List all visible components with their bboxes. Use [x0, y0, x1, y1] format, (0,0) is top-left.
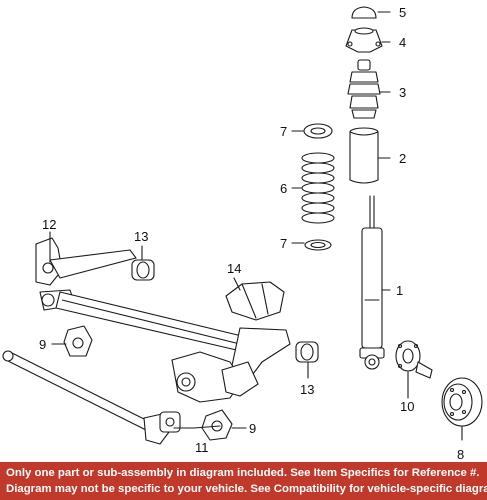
callout-4: 4: [399, 35, 406, 50]
part-4-strut-mount: [345, 27, 383, 53]
part-6-coil-spring: [301, 152, 335, 224]
parts-diagram: 5 4 3 2 7 6 7 1 12 13 14 9 13 10 11 9 8: [2, 5, 483, 462]
callout-7-upper: 7: [280, 124, 287, 139]
part-10-wheel-hub: [395, 340, 433, 379]
callout-9-lower: 9: [249, 421, 256, 436]
part-5-cap: [351, 6, 377, 19]
part-3-bump-stop: [347, 59, 381, 119]
callout-9-upper: 9: [39, 337, 46, 352]
callout-7-lower: 7: [280, 236, 287, 251]
part-14-bracket: [225, 281, 285, 321]
part-13-bushing-upper: [131, 259, 155, 281]
part-7-lower-spring-seat: [304, 239, 332, 251]
axle-beam-assembly: [35, 237, 291, 403]
leader-lines: [49, 11, 463, 441]
callout-13-lower: 13: [300, 382, 314, 397]
callout-14: 14: [227, 261, 241, 276]
part-11-stabilizer-bar: [2, 350, 181, 445]
callout-6: 6: [280, 181, 287, 196]
callout-12: 12: [42, 217, 56, 232]
callout-13-upper: 13: [134, 229, 148, 244]
callout-11: 11: [195, 440, 209, 455]
part-8-brake-rotor: [441, 377, 483, 427]
part-13-bushing-lower: [295, 341, 319, 363]
callout-1: 1: [396, 283, 403, 298]
callout-2: 2: [399, 151, 406, 166]
callout-3: 3: [399, 85, 406, 100]
disclaimer-banner: Only one part or sub-assembly in diagram…: [0, 462, 487, 500]
disclaimer-line-2: Diagram may not be specific to your vehi…: [6, 483, 487, 495]
part-1-shock-absorber: [359, 195, 385, 370]
part-9-stabilizer-bushing-lower: [201, 409, 233, 441]
part-7-upper-spring-seat: [303, 123, 333, 139]
part-9-stabilizer-bushing-upper: [63, 325, 93, 357]
callout-10: 10: [400, 399, 414, 414]
callout-labels: 5 4 3 2 7 6 7 1 12 13 14 9 13 10 11 9 8: [39, 5, 464, 462]
disclaimer-line-1: Only one part or sub-assembly in diagram…: [6, 467, 480, 479]
callout-8: 8: [457, 447, 464, 462]
callout-5: 5: [399, 5, 406, 20]
part-2-dust-boot: [349, 127, 379, 184]
